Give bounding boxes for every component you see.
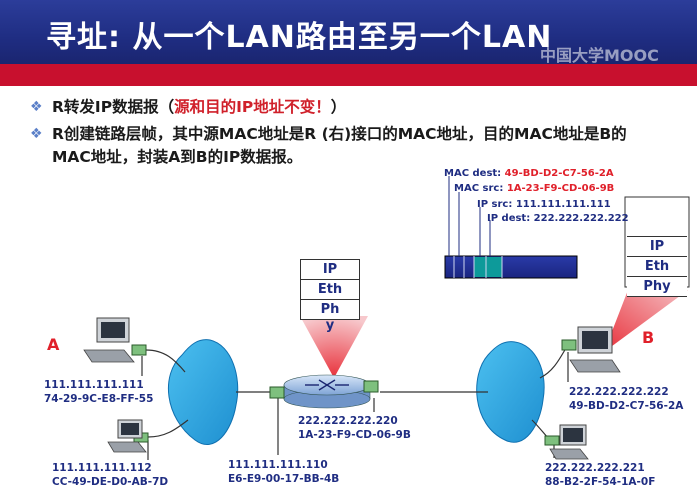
host-a2-mac: CC-49-DE-D0-AB-7D [52, 476, 169, 488]
stack-layer: Phy [643, 279, 671, 294]
ip-src-label: IP src: 111.111.111.111 [477, 199, 611, 210]
lan-left-cloud [168, 339, 239, 446]
host-b-highlight-cone [604, 290, 688, 352]
mac-src-label: MAC src: 1A-23-F9-CD-06-9B [454, 183, 614, 194]
router-left-mac: E6-E9-00-17-BB-4B [228, 473, 340, 485]
host-a-mac: 74-29-9C-E8-FF-55 [44, 393, 154, 405]
host-a-pc-icon [83, 317, 135, 363]
host-b-ip: 222.222.222.222 [569, 386, 669, 398]
stack-layer: IP [301, 260, 359, 280]
title-bar [0, 0, 697, 64]
bullet-frame: ❖ R创建链路层帧，其中源MAC地址是R (右)接口的MAC地址，目的MAC地址… [30, 123, 652, 169]
host-b-protocol-stack: IP Eth Phy [627, 236, 687, 297]
router-protocol-stack: IP Eth Ph [300, 259, 360, 320]
router-right-address: 222.222.222.220 1A-23-F9-CD-06-9B [298, 414, 411, 442]
frame-pointers [448, 176, 491, 256]
diamond-bullet-icon: ❖ [30, 99, 43, 115]
page-title: 寻址: 从一个LAN路由至另一个LAN [46, 20, 553, 55]
host-a2-ip: 111.111.111.112 [52, 462, 152, 474]
router-left-ip: 111.111.111.110 [228, 459, 328, 471]
host-a2-address: 111.111.111.112 CC-49-DE-D0-AB-7D [52, 461, 168, 489]
stack-layer: Eth [301, 280, 359, 300]
bullet-forward-prefix: R转发IP数据报（ [52, 98, 175, 116]
host-b2-address: 222.222.222.221 88-B2-2F-54-1A-0F [545, 461, 655, 489]
router-stack-overflow: y [325, 318, 335, 333]
nic-b2 [544, 435, 560, 446]
ip-dest-label: IP dest: 222.222.222.222 [487, 213, 629, 224]
watermark-text: 中国大学MOOC [540, 46, 659, 65]
host-a-ip: 111.111.111.111 [44, 379, 144, 391]
stack-layer: IP [627, 237, 687, 257]
mac-src-key: MAC src: [454, 183, 504, 194]
link-b [539, 347, 567, 379]
bullet-forward: ❖ R转发IP数据报（源和目的IP地址不变！） [30, 96, 672, 119]
frame-block [444, 255, 578, 279]
links [141, 347, 569, 460]
host-b2-mac: 88-B2-2F-54-1A-0F [545, 476, 656, 488]
node-a-label: A [47, 335, 60, 354]
host-b2-ip: 222.222.222.221 [545, 462, 645, 474]
host-a2-pc-icon [107, 419, 147, 453]
link-a2 [147, 419, 189, 438]
bullet-frame-text: R创建链路层帧，其中源MAC地址是R (右)接口的MAC地址，目的MAC地址是B… [52, 125, 627, 166]
stack-layer: Eth [627, 257, 687, 277]
router-right-mac: 1A-23-F9-CD-06-9B [298, 429, 411, 441]
mac-dest-value: 49-BD-D2-C7-56-2A [504, 168, 614, 179]
host-b-mac: 49-BD-D2-C7-56-2A [569, 400, 684, 412]
mac-src-value: 1A-23-F9-CD-06-9B [506, 183, 615, 194]
nic-router-left [269, 386, 285, 399]
title-red-band [0, 64, 697, 86]
mac-dest-key: MAC dest: [444, 168, 502, 179]
host-b-address: 222.222.222.222 49-BD-D2-C7-56-2A [569, 385, 683, 413]
nic-b [561, 339, 577, 351]
bullet-forward-suffix: ） [330, 98, 347, 116]
host-b2-pc-icon [549, 424, 589, 460]
node-b-label: B [642, 328, 655, 347]
host-b-pc-icon [569, 326, 621, 373]
frame-dividers [453, 256, 503, 278]
nic-router-right [363, 380, 379, 393]
host-a-address: 111.111.111.111 74-29-9C-E8-FF-55 [44, 378, 153, 406]
diamond-bullet-icon: ❖ [30, 126, 43, 142]
stack-layer: Ph [320, 302, 340, 317]
mac-dest-label: MAC dest: 49-BD-D2-C7-56-2A [444, 168, 614, 179]
router-icon [283, 374, 371, 409]
router-left-address: 111.111.111.110 E6-E9-00-17-BB-4B [228, 458, 339, 486]
router-highlight-cone [300, 316, 368, 378]
link-a [145, 349, 186, 373]
router-right-ip: 222.222.222.220 [298, 415, 398, 427]
bullet-forward-highlight: 源和目的IP地址不变！ [174, 98, 331, 116]
frame-payload [474, 257, 502, 277]
lan-right-cloud [476, 341, 545, 443]
frame-bar [444, 176, 578, 279]
nic-a [131, 344, 147, 356]
